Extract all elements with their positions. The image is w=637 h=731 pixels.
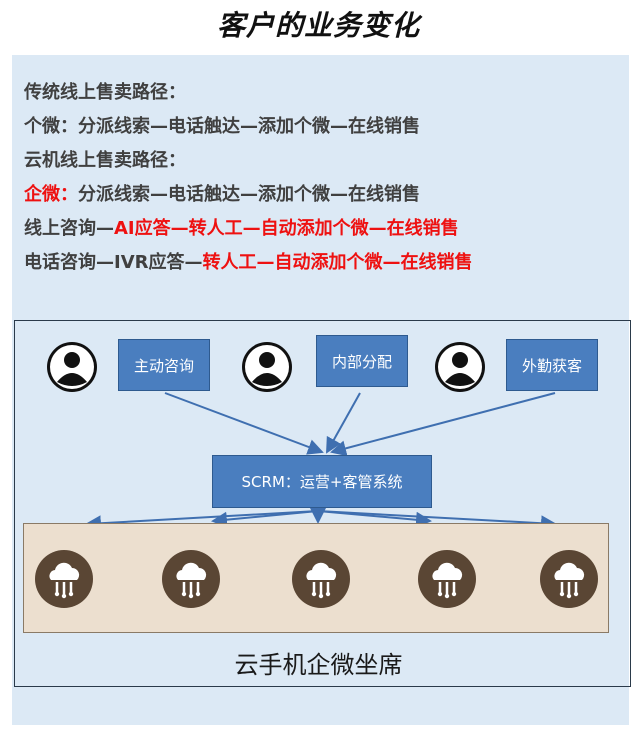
text-line-part: 转人工—自动添加个微—在线销售 xyxy=(202,252,473,273)
text-line-1: 个微：分派线索—电话触达—添加个微—在线销售 xyxy=(24,110,473,144)
text-line-part: 企微： xyxy=(24,184,78,205)
user-icon xyxy=(242,342,292,392)
source-label: 主动咨询 xyxy=(133,356,194,375)
cloud-phone-icon xyxy=(418,550,476,608)
cloud-phone-icon xyxy=(162,550,220,608)
source-label: 内部分配 xyxy=(331,352,392,371)
scrm-box: SCRM：运营+客管系统 xyxy=(212,455,432,508)
arrow-seat-1 xyxy=(211,510,319,528)
sales-path-text: 传统线上售卖路径： 个微：分派线索—电话触达—添加个微—在线销售 云机线上售卖路… xyxy=(24,76,473,280)
text-line-part: 分派线索—电话触达—添加个微—在线销售 xyxy=(78,184,420,205)
text-line-part: AI应答—转人工—自动添加个微—在线销售 xyxy=(114,218,459,239)
user-icon xyxy=(47,342,97,392)
text-line-2: 云机线上售卖路径： xyxy=(24,144,473,178)
source-label: 外勤获客 xyxy=(521,356,582,375)
text-line-part: 电话咨询—IVR应答— xyxy=(24,252,203,273)
arrow-source-2 xyxy=(330,392,556,457)
diagram-frame xyxy=(14,320,631,687)
arrow-seat-0 xyxy=(85,510,319,532)
cloud-phone-icon xyxy=(540,550,598,608)
arrow-source-1 xyxy=(326,392,361,454)
source-box-2: 外勤获客 xyxy=(506,339,598,391)
source-box-1: 内部分配 xyxy=(316,335,408,387)
cloud-phone-icon xyxy=(35,550,93,608)
arrow-source-0 xyxy=(164,392,324,455)
text-line-3: 企微：分派线索—电话触达—添加个微—在线销售 xyxy=(24,178,473,212)
text-line-4: 线上咨询—AI应答—转人工—自动添加个微—在线销售 xyxy=(24,212,473,246)
user-icon xyxy=(435,342,485,392)
text-line-part: 线上咨询— xyxy=(24,218,114,239)
page-title: 客户的业务变化 xyxy=(216,9,420,42)
text-line-part: 云机线上售卖路径： xyxy=(24,150,186,171)
text-line-part: 传统线上售卖路径： xyxy=(24,82,186,103)
diagram-caption: 云手机企微坐席 xyxy=(234,651,403,679)
text-line-5: 电话咨询—IVR应答—转人工—自动添加个微—在线销售 xyxy=(24,246,473,280)
text-line-part: 个微：分派线索—电话触达—添加个微—在线销售 xyxy=(24,116,420,137)
scrm-label: SCRM：运营+客管系统 xyxy=(241,473,403,491)
arrow-seat-4 xyxy=(317,510,557,532)
text-line-0: 传统线上售卖路径： xyxy=(24,76,473,110)
cloud-phone-icon xyxy=(292,550,350,608)
source-box-0: 主动咨询 xyxy=(118,339,210,391)
